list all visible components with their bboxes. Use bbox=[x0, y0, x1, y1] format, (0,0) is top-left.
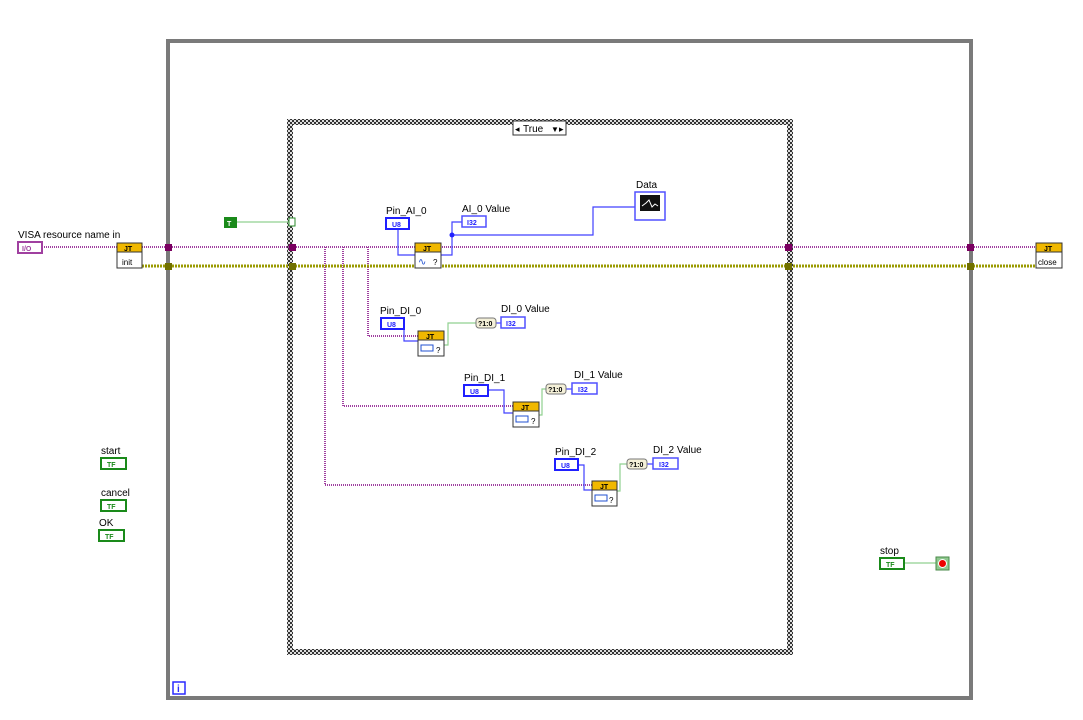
svg-text:start: start bbox=[101, 446, 121, 457]
di-0-value-indicator[interactable]: DI_0 Value I32 bbox=[500, 304, 550, 329]
svg-text:DI_2 Value: DI_2 Value bbox=[653, 445, 702, 456]
svg-text:?1:0: ?1:0 bbox=[548, 387, 563, 394]
svg-text:JT: JT bbox=[124, 246, 133, 253]
ok-control[interactable]: OK TF bbox=[98, 518, 125, 542]
svg-text:Pin_DI_2: Pin_DI_2 bbox=[555, 447, 597, 458]
digital-icon bbox=[594, 494, 608, 502]
svg-text:U8: U8 bbox=[561, 463, 570, 470]
svg-text:I32: I32 bbox=[659, 462, 669, 469]
bool-to-int-2[interactable]: ?1:0 bbox=[626, 458, 648, 470]
pin-di-2-control[interactable]: Pin_DI_2 U8 bbox=[554, 447, 597, 471]
iteration-terminal: i bbox=[172, 681, 186, 695]
wire-junction bbox=[449, 232, 455, 238]
bool-to-int-1[interactable]: ?1:0 bbox=[545, 383, 567, 395]
digital-icon bbox=[515, 415, 529, 423]
svg-text:Pin_AI_0: Pin_AI_0 bbox=[386, 206, 427, 217]
numeric-wires bbox=[397, 206, 636, 491]
svg-text:cancel: cancel bbox=[101, 488, 130, 499]
digital-read-node-2[interactable]: JT ? bbox=[591, 480, 618, 507]
svg-text:stop: stop bbox=[880, 546, 899, 557]
svg-text:JT: JT bbox=[426, 334, 435, 341]
pin-di-0-control[interactable]: Pin_DI_0 U8 bbox=[380, 306, 422, 330]
svg-text:U8: U8 bbox=[470, 389, 479, 396]
svg-text:I32: I32 bbox=[467, 220, 477, 227]
svg-text:AI_0 Value: AI_0 Value bbox=[462, 204, 511, 215]
svg-text:OK: OK bbox=[99, 518, 114, 529]
pin-di-1-control[interactable]: Pin_DI_1 U8 bbox=[463, 373, 506, 397]
svg-text:?1:0: ?1:0 bbox=[478, 321, 493, 328]
digital-icon bbox=[420, 344, 434, 352]
svg-text:TF: TF bbox=[107, 504, 116, 511]
svg-text:JT: JT bbox=[1044, 246, 1053, 253]
svg-text:?1:0: ?1:0 bbox=[629, 462, 644, 469]
svg-text:U8: U8 bbox=[392, 222, 401, 229]
di-1-value-indicator[interactable]: DI_1 Value I32 bbox=[571, 370, 623, 395]
svg-text:?: ? bbox=[433, 258, 438, 267]
svg-text:T: T bbox=[227, 221, 232, 228]
svg-text:U8: U8 bbox=[387, 322, 396, 329]
svg-text:TF: TF bbox=[886, 562, 895, 569]
svg-text:▸: ▸ bbox=[559, 124, 564, 134]
pin-ai-0-control[interactable]: Pin_AI_0 U8 bbox=[385, 206, 427, 230]
svg-text:i: i bbox=[177, 684, 180, 695]
svg-text:True: True bbox=[523, 124, 544, 135]
svg-text:TF: TF bbox=[107, 462, 116, 469]
init-node[interactable]: JT init bbox=[116, 242, 143, 269]
data-graph-indicator[interactable]: Data bbox=[634, 180, 666, 221]
svg-text:Data: Data bbox=[636, 180, 658, 191]
cancel-control[interactable]: cancel TF bbox=[100, 488, 130, 512]
true-constant[interactable]: T bbox=[224, 217, 237, 228]
svg-text:Pin_DI_0: Pin_DI_0 bbox=[380, 306, 422, 317]
case-selector[interactable]: ◂ True ▼ ▸ bbox=[512, 120, 567, 136]
visa-label: VISA resource name in bbox=[18, 230, 120, 241]
ai-0-value-indicator[interactable]: AI_0 Value I32 bbox=[461, 204, 511, 228]
visa-resource-control[interactable]: I/O bbox=[17, 241, 43, 254]
tunnels bbox=[165, 217, 974, 270]
bool-to-int-0[interactable]: ?1:0 bbox=[475, 317, 497, 329]
stop-control[interactable]: stop TF bbox=[879, 546, 905, 570]
svg-text:DI_1 Value: DI_1 Value bbox=[574, 370, 623, 381]
visa-wire bbox=[42, 246, 1036, 486]
loop-condition-stop-icon[interactable] bbox=[935, 556, 950, 571]
svg-text:close: close bbox=[1038, 258, 1057, 267]
svg-text:JT: JT bbox=[600, 484, 609, 491]
svg-text:DI_0 Value: DI_0 Value bbox=[501, 304, 550, 315]
svg-text:?: ? bbox=[436, 346, 441, 355]
svg-text:?: ? bbox=[609, 496, 614, 505]
svg-text:JT: JT bbox=[423, 246, 432, 253]
svg-text:TF: TF bbox=[105, 534, 114, 541]
digital-read-node-1[interactable]: JT ? bbox=[512, 401, 540, 428]
svg-text:Pin_DI_1: Pin_DI_1 bbox=[464, 373, 506, 384]
analog-read-node[interactable]: JT ∿ ? bbox=[414, 242, 442, 269]
close-node[interactable]: JT close bbox=[1035, 242, 1063, 269]
digital-read-node-0[interactable]: JT ? bbox=[417, 330, 445, 357]
svg-text:JT: JT bbox=[521, 405, 530, 412]
svg-text:▼: ▼ bbox=[551, 125, 559, 134]
svg-text:◂: ◂ bbox=[515, 124, 520, 134]
di-2-value-indicator[interactable]: DI_2 Value I32 bbox=[652, 445, 702, 470]
svg-text:I32: I32 bbox=[506, 321, 516, 328]
bool-wires bbox=[237, 221, 936, 564]
svg-text:?: ? bbox=[531, 417, 536, 426]
svg-text:I/O: I/O bbox=[22, 246, 32, 253]
case-structure[interactable] bbox=[287, 119, 793, 655]
while-loop[interactable] bbox=[166, 39, 973, 700]
sine-icon: ∿ bbox=[418, 257, 426, 268]
start-control[interactable]: start TF bbox=[100, 446, 127, 470]
svg-text:init: init bbox=[122, 258, 133, 267]
svg-text:I32: I32 bbox=[578, 387, 588, 394]
